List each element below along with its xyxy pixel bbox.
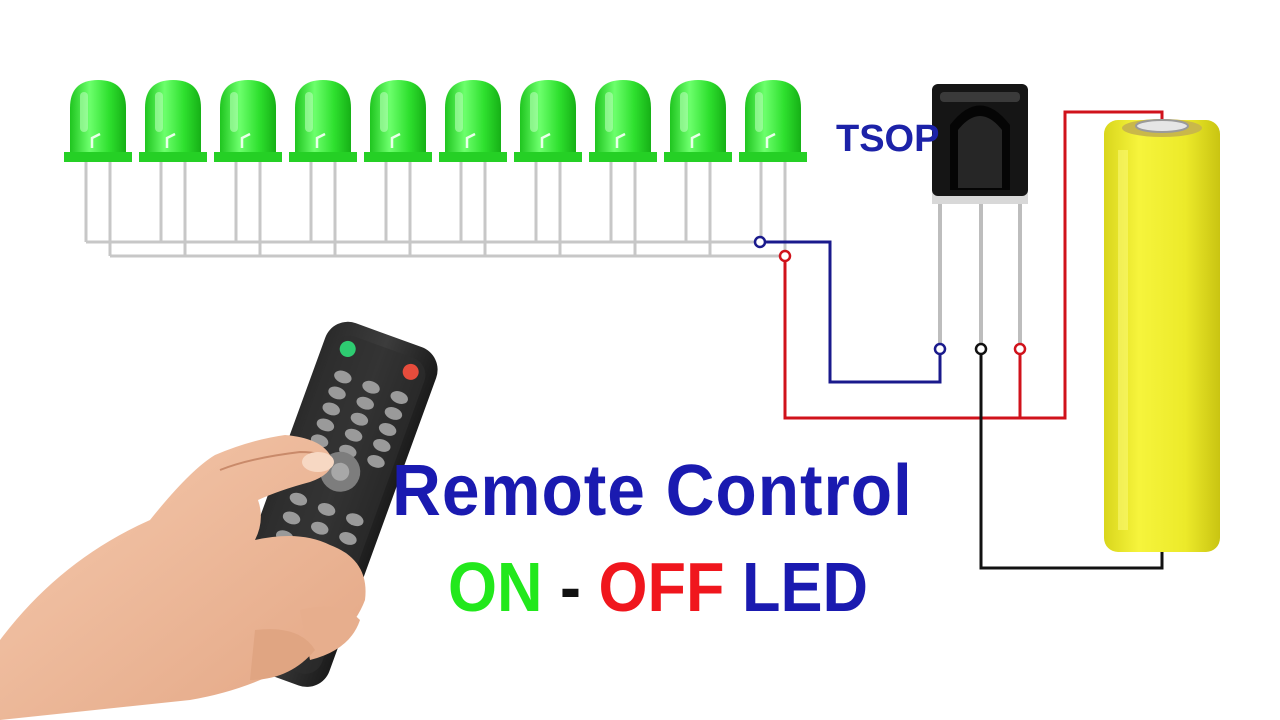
- led-10: [739, 80, 807, 162]
- led-5: [364, 80, 432, 162]
- remote-button: [282, 511, 301, 525]
- led-3: [214, 80, 282, 162]
- remote-button: [373, 438, 391, 452]
- remote-button: [316, 418, 335, 432]
- hand-with-remote: [0, 321, 438, 720]
- led-2: [139, 80, 207, 162]
- remote-button: [344, 428, 363, 442]
- led-1: [64, 80, 132, 162]
- remote-button: [350, 412, 369, 426]
- title-dash: -: [560, 548, 581, 626]
- remote-button: [384, 407, 403, 420]
- remote-button: [317, 502, 336, 516]
- led-row: [64, 80, 807, 162]
- positive-wire: [783, 110, 1164, 420]
- title-led: LED: [741, 548, 868, 626]
- led-7: [514, 80, 582, 162]
- remote-button: [334, 370, 352, 384]
- remote-button: [367, 454, 385, 468]
- led-9: [664, 80, 732, 162]
- remote-button: [289, 492, 308, 506]
- battery: [1104, 119, 1220, 552]
- tsop-label: TSOP: [836, 118, 940, 160]
- title-off: OFF: [598, 548, 725, 626]
- led-8: [589, 80, 657, 162]
- remote-button: [378, 423, 397, 436]
- remote-button: [328, 386, 346, 400]
- remote-button: [362, 380, 380, 394]
- signal-wire: [766, 240, 942, 384]
- ground-wire: [979, 350, 1164, 570]
- remote-button: [356, 396, 374, 410]
- led-6: [439, 80, 507, 162]
- remote-button: [346, 513, 364, 527]
- title-on-off-led: ON - OFF LED: [448, 552, 868, 622]
- remote-button: [390, 391, 408, 404]
- led-4: [289, 80, 357, 162]
- remote-button: [311, 521, 329, 535]
- title-on: ON: [448, 548, 543, 626]
- tsop-sensor: [932, 84, 1028, 343]
- led-lead-wires: [84, 160, 787, 258]
- terminal-circles: [753, 235, 1027, 356]
- remote-button: [339, 532, 357, 545]
- remote-button: [322, 402, 340, 416]
- title-remote-control: Remote Control: [392, 451, 913, 531]
